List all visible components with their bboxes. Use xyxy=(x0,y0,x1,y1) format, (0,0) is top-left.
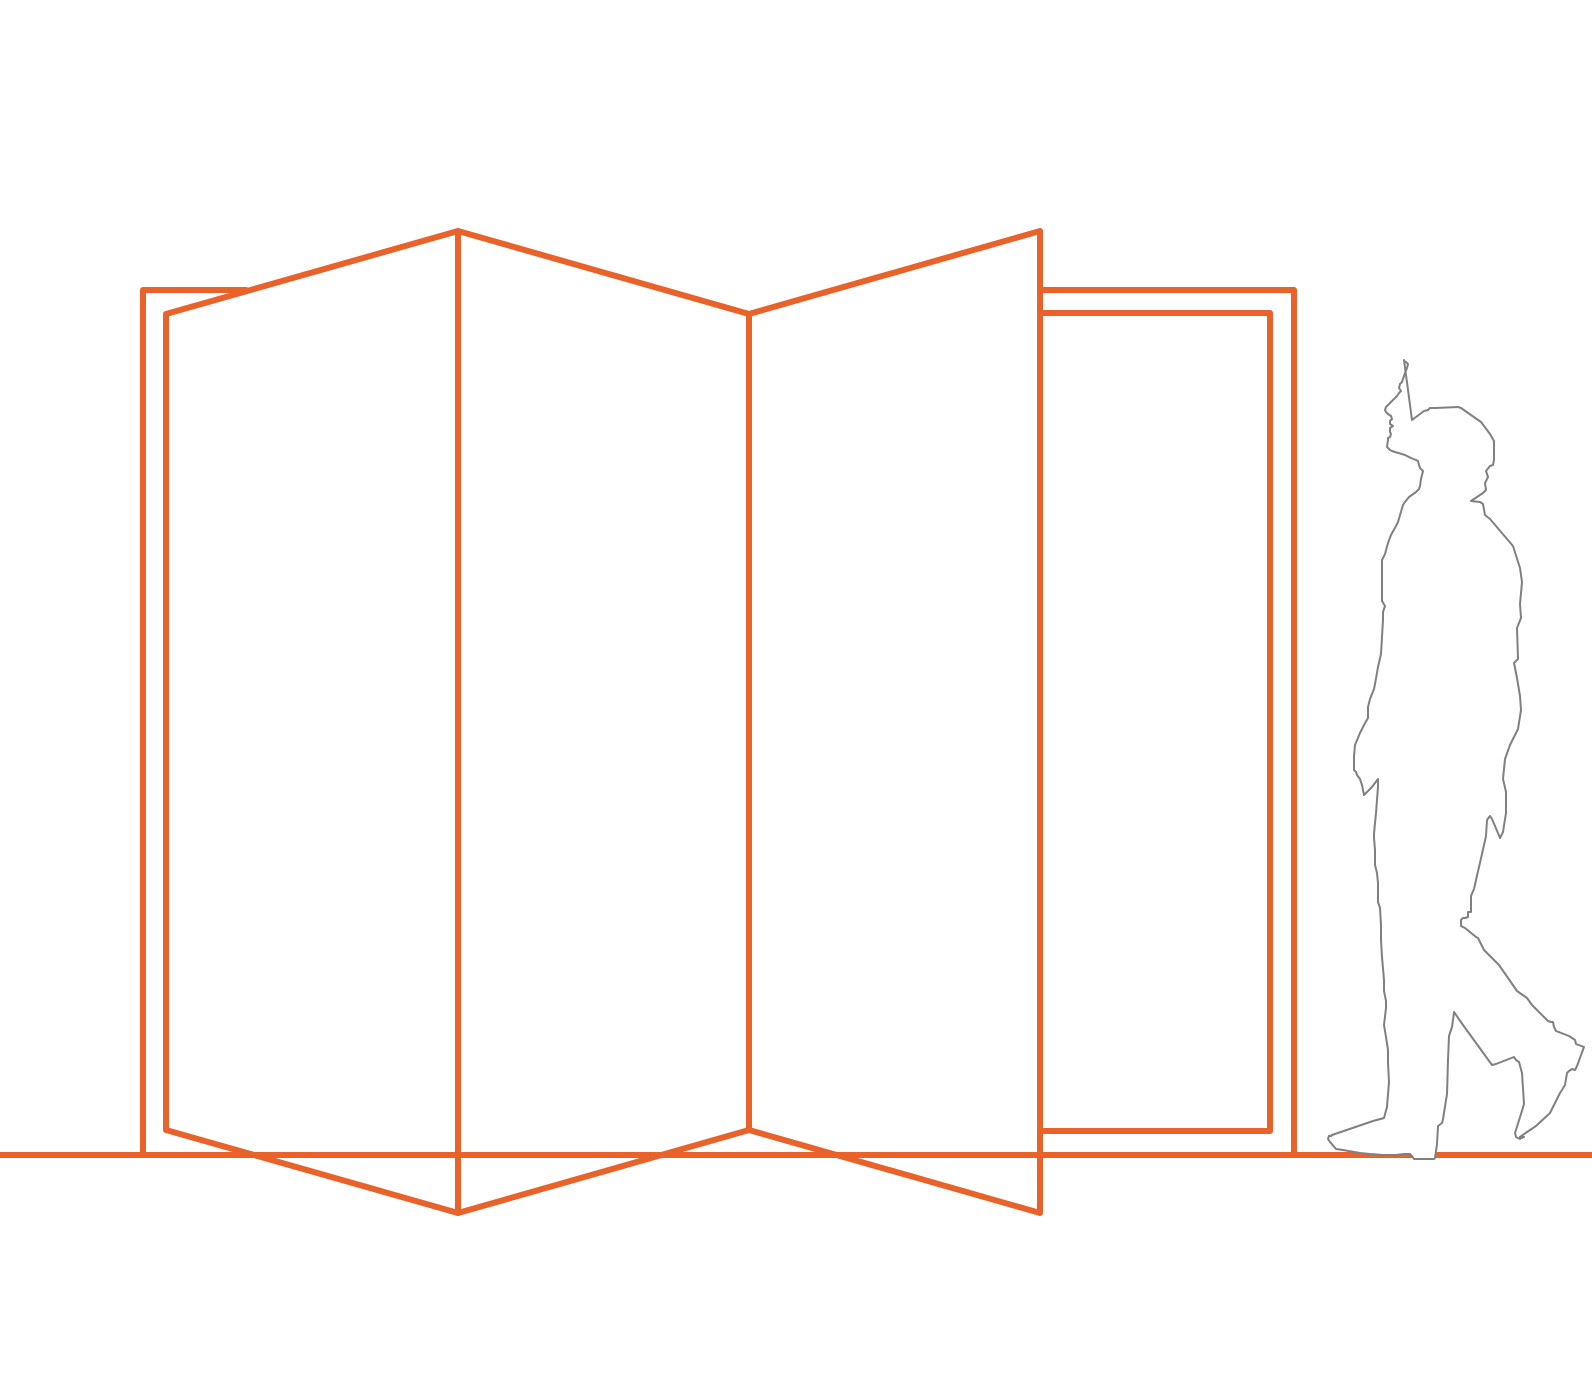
left-door-frame xyxy=(140,287,249,1158)
folding-panel-3 xyxy=(746,228,1043,1216)
folding-panel-2 xyxy=(455,228,752,1216)
right-door-frame xyxy=(1037,287,1297,1158)
person-silhouette-icon xyxy=(1327,359,1585,1160)
folding-panel-1 xyxy=(163,228,461,1216)
right-fixed-panel xyxy=(1037,310,1273,1134)
